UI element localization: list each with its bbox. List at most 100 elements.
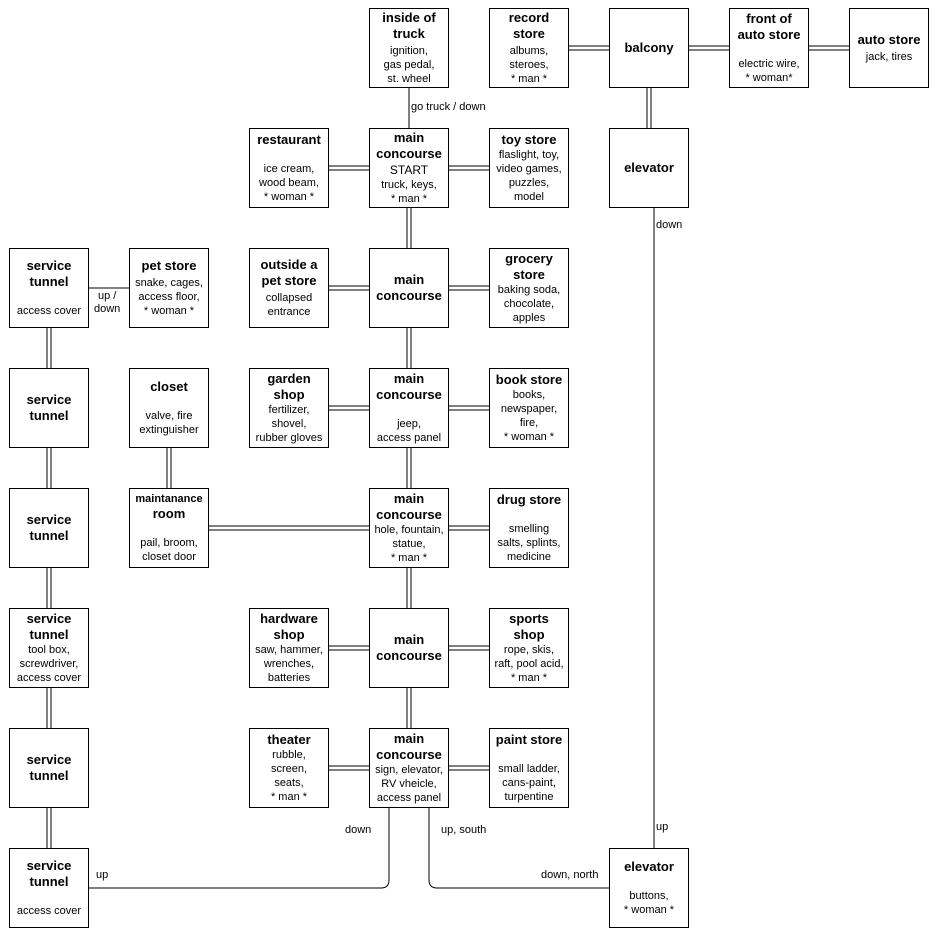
- node-items: albums, steroes, * man *: [509, 45, 549, 85]
- node-paint-store: paint store small ladder, cans-paint, tu…: [489, 728, 569, 808]
- node-main-concourse-2: main concourse: [369, 248, 449, 328]
- node-title: service tunnel: [26, 512, 72, 543]
- edge-label-go-truck: go truck / down: [411, 101, 486, 113]
- node-title: service tunnel: [26, 858, 72, 889]
- node-record-store: record store albums, steroes, * man *: [489, 8, 569, 88]
- node-items: sign, elevator, RV vheicle, access panel: [375, 764, 443, 804]
- edge-label-up: up: [96, 869, 109, 881]
- node-title: main concourse: [376, 731, 442, 762]
- node-restaurant: restaurant ice cream, wood beam, * woman…: [249, 128, 329, 208]
- node-title: theater: [267, 732, 311, 747]
- node-title: auto store: [857, 32, 921, 47]
- node-outside-pet-store: outside a pet store collapsed entrance: [249, 248, 329, 328]
- start-label: START: [389, 163, 429, 177]
- node-service-tunnel-4: service tunnel tool box, screwdriver, ac…: [9, 608, 89, 688]
- node-items: hole, fountain, statue, * man *: [374, 524, 444, 564]
- node-items: valve, fire extinguisher: [139, 410, 199, 436]
- node-title: main concourse: [376, 371, 442, 402]
- node-title: service tunnel: [26, 611, 72, 642]
- node-items: fertilizer, shovel, rubber gloves: [255, 404, 323, 444]
- node-items: electric wire, * woman*: [738, 58, 800, 84]
- node-book-store: book store books, newspaper, fire, * wom…: [489, 368, 569, 448]
- link-concourse-elevator: [428, 808, 609, 889]
- node-sports-shop: sports shop rope, skis, raft, pool acid,…: [489, 608, 569, 688]
- node-items: rubble, screen, seats, * man *: [270, 749, 308, 803]
- node-main-concourse-start: main concourse START truck, keys, * man …: [369, 128, 449, 208]
- node-items: jack, tires: [865, 51, 913, 63]
- node-main-concourse-6: main concourse sign, elevator, RV vheicl…: [369, 728, 449, 808]
- edge-label-down-north: down, north: [541, 869, 599, 881]
- edge-label-up-south: up, south: [441, 824, 487, 836]
- node-main-concourse-4: main concourse hole, fountain, statue, *…: [369, 488, 449, 568]
- node-items: access cover: [16, 905, 82, 917]
- node-title: service tunnel: [26, 258, 72, 289]
- node-title: service tunnel: [26, 752, 72, 783]
- node-service-tunnel-3: service tunnel: [9, 488, 89, 568]
- node-title: sports shop: [509, 611, 549, 642]
- node-title: elevator: [624, 160, 674, 175]
- edge-label-elevator-down: down: [656, 219, 683, 231]
- node-items: jeep, access panel: [376, 418, 442, 444]
- node-items: pail, broom, closet door: [140, 537, 198, 563]
- node-title: restaurant: [257, 132, 321, 147]
- node-items: saw, hammer, wrenches, batteries: [255, 644, 323, 684]
- node-title: toy store: [501, 132, 557, 147]
- node-title: maintanance: [135, 493, 203, 505]
- node-toy-store: toy store flaslight, toy, video games, p…: [489, 128, 569, 208]
- node-title: main concourse: [376, 272, 442, 303]
- node-title: record store: [508, 10, 550, 41]
- node-theater: theater rubble, screen, seats, * man *: [249, 728, 329, 808]
- node-title-line2: room: [152, 506, 186, 521]
- node-items: rope, skis, raft, pool acid, * man *: [494, 644, 564, 684]
- node-title: inside of truck: [382, 10, 436, 41]
- node-title: outside a pet store: [260, 257, 318, 288]
- node-inside-of-truck: inside of truck ignition, gas pedal, st.…: [369, 8, 449, 88]
- node-title: grocery store: [505, 251, 553, 282]
- node-items: ignition, gas pedal, st. wheel: [383, 45, 435, 85]
- node-garden-shop: garden shop fertilizer, shovel, rubber g…: [249, 368, 329, 448]
- node-title: garden shop: [267, 371, 311, 402]
- node-pet-store: pet store snake, cages, access floor, * …: [129, 248, 209, 328]
- node-title: drug store: [496, 492, 562, 507]
- node-items: access cover: [16, 305, 82, 317]
- node-items: snake, cages, access floor, * woman *: [135, 277, 203, 317]
- node-title: elevator: [624, 859, 674, 874]
- node-title: book store: [495, 372, 563, 387]
- node-title: front of auto store: [737, 11, 801, 42]
- node-title: hardware shop: [260, 611, 318, 642]
- node-title: main concourse: [376, 491, 442, 522]
- node-title: main concourse: [376, 632, 442, 663]
- node-maintenance-room: maintanance room pail, broom, closet doo…: [129, 488, 209, 568]
- node-grocery-store: grocery store baking soda, chocolate, ap…: [489, 248, 569, 328]
- node-main-concourse-3: main concourse jeep, access panel: [369, 368, 449, 448]
- node-drug-store: drug store smelling salts, splints, medi…: [489, 488, 569, 568]
- node-title: closet: [150, 379, 188, 394]
- node-auto-store: auto store jack, tires: [849, 8, 929, 88]
- node-elevator-top: elevator: [609, 128, 689, 208]
- edge-label-up-down: up / down: [94, 290, 121, 315]
- node-items: smelling salts, splints, medicine: [497, 523, 561, 563]
- node-title: pet store: [141, 258, 197, 273]
- node-front-of-auto-store: front of auto store electric wire, * wom…: [729, 8, 809, 88]
- node-items: small ladder, cans-paint, turpentine: [498, 763, 560, 803]
- node-balcony: balcony: [609, 8, 689, 88]
- edge-label-down: down: [345, 824, 372, 836]
- edge-label-elevator-up: up: [656, 821, 669, 833]
- node-service-tunnel-1: service tunnel access cover: [9, 248, 89, 328]
- node-service-tunnel-2: service tunnel: [9, 368, 89, 448]
- node-items: flaslight, toy, video games, puzzles, mo…: [496, 149, 562, 203]
- node-service-tunnel-5: service tunnel: [9, 728, 89, 808]
- node-items: ice cream, wood beam, * woman *: [259, 163, 319, 203]
- node-items: books, newspaper, fire, * woman *: [500, 389, 558, 443]
- node-elevator-bottom: elevator buttons, * woman *: [609, 848, 689, 928]
- node-items: baking soda, chocolate, apples: [497, 284, 561, 324]
- link-concourse-tunnel: [89, 808, 390, 889]
- node-items: truck, keys, * man *: [381, 179, 437, 205]
- node-hardware-shop: hardware shop saw, hammer, wrenches, bat…: [249, 608, 329, 688]
- node-items: buttons, * woman *: [623, 890, 675, 916]
- node-main-concourse-5: main concourse: [369, 608, 449, 688]
- node-title: service tunnel: [26, 392, 72, 423]
- node-closet: closet valve, fire extinguisher: [129, 368, 209, 448]
- node-title: main concourse: [376, 130, 442, 161]
